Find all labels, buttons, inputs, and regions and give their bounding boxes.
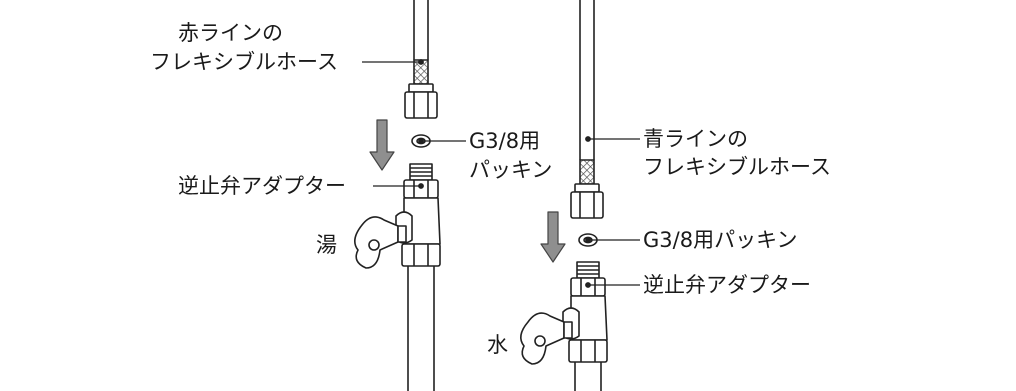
stop-valve-left bbox=[354, 197, 441, 391]
blue-flexible-hose bbox=[570, 0, 604, 219]
red-hose-label-line2: フレキシブルホース bbox=[150, 50, 338, 74]
stop-valve-right bbox=[520, 295, 608, 391]
packing-right-label: G3/8用パッキン bbox=[643, 228, 798, 252]
down-arrow-right bbox=[540, 211, 566, 263]
adapter-left-label: 逆止弁アダプター bbox=[178, 174, 346, 198]
blue-hose-label-line2: フレキシブルホース bbox=[643, 155, 831, 179]
red-hose-label-line1: 赤ラインの bbox=[178, 21, 283, 45]
hot-label: 湯 bbox=[316, 233, 337, 257]
packing-left-label-line2: パッキン bbox=[469, 158, 553, 182]
check-valve-adapter-left bbox=[403, 163, 439, 199]
adapter-right-label: 逆止弁アダプター bbox=[643, 273, 811, 297]
cold-label: 水 bbox=[487, 333, 508, 357]
red-flexible-hose bbox=[404, 0, 438, 119]
down-arrow-left bbox=[369, 119, 395, 171]
packing-left-label-line1: G3/8用 bbox=[469, 129, 541, 153]
check-valve-adapter-right bbox=[570, 261, 606, 297]
blue-hose-label-line1: 青ラインの bbox=[643, 127, 748, 151]
